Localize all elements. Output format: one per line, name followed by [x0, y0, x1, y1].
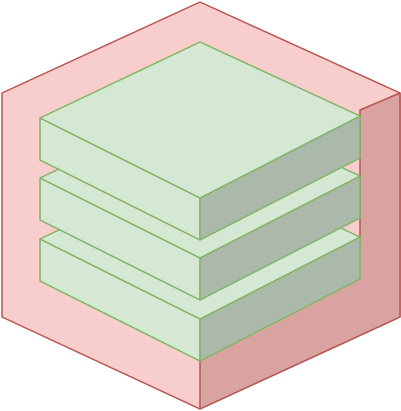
layer-1-top-face [39, 41, 361, 199]
